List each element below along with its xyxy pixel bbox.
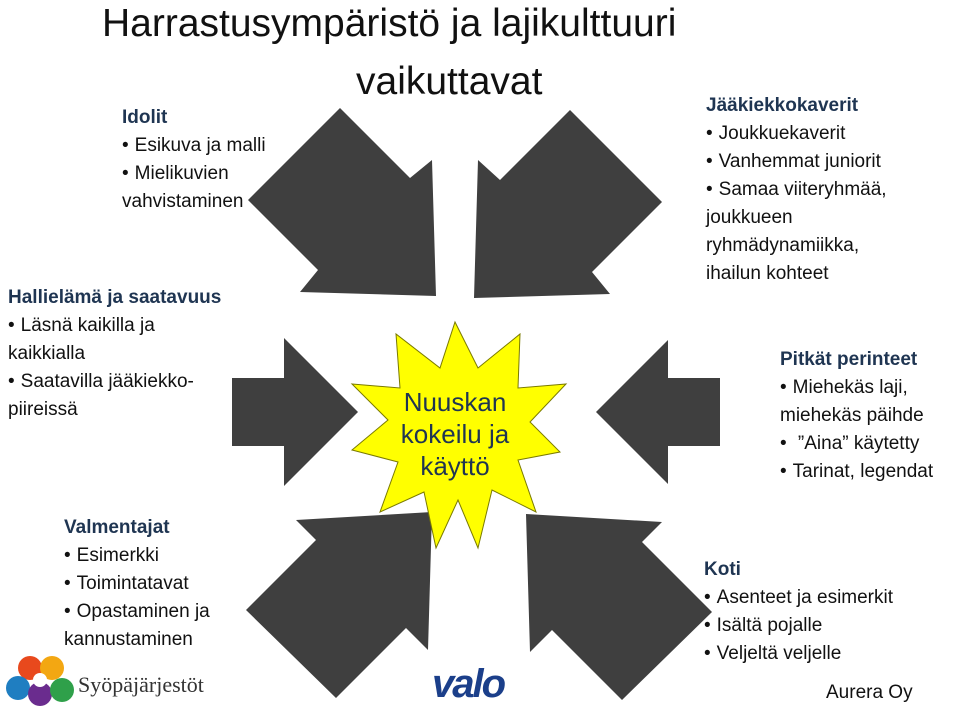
jaakiekkokaverit-item-1: Joukkuekaverit	[706, 120, 887, 148]
perinteet-item-1-cont: miehekäs päihde	[780, 405, 924, 426]
idolit-item-2: Mielikuvien	[122, 160, 266, 188]
hallielama-heading: Hallielämä ja saatavuus	[8, 287, 222, 308]
center-line-1: Nuuskan	[403, 387, 507, 417]
valmentajat-item-3-cont: kannustaminen	[64, 629, 193, 650]
koti-item-1: Asenteet ja esimerkit	[704, 584, 893, 612]
valo-logo: valo	[432, 662, 506, 706]
jaakiekkokaverit-cont-1: joukkueen	[706, 207, 793, 228]
idolit-item-2-cont: vahvistaminen	[122, 191, 244, 212]
center-line-2: kokeilu ja	[400, 419, 510, 449]
koti-heading: Koti	[704, 559, 741, 580]
jaakiekkokaverit-heading: Jääkiekkokaverit	[706, 95, 859, 116]
perinteet-heading: Pitkät perinteet	[780, 349, 918, 370]
syopa-logo-text: Syöpäjärjestöt	[78, 672, 204, 697]
center-starburst	[350, 320, 568, 550]
hallielama-item-2: Saatavilla jääkiekko-	[8, 368, 221, 396]
koti-block: Koti Asenteet ja esimerkit Isältä pojall…	[704, 556, 893, 668]
credit-text: Aurera Oy	[826, 682, 913, 703]
hallielama-block: Hallielämä ja saatavuus Läsnä kaikilla j…	[8, 284, 221, 424]
arrow-bottom-right	[526, 514, 712, 700]
idolit-item-1: Esikuva ja malli	[122, 132, 266, 160]
arrow-right	[596, 340, 720, 484]
jaakiekkokaverit-cont-2: ryhmädynamiikka,	[706, 235, 860, 256]
hallielama-item-1: Läsnä kaikilla ja	[8, 312, 221, 340]
jaakiekkokaverit-item-3: Samaa viiteryhmää,	[706, 176, 887, 204]
perinteet-item-1: Miehekäs laji,	[780, 374, 933, 402]
jaakiekkokaverit-block: Jääkiekkokaverit Joukkuekaverit Vanhemma…	[706, 92, 887, 288]
arrow-top-right	[474, 110, 662, 298]
perinteet-item-3: Tarinat, legendat	[780, 458, 934, 486]
center-line-3: käyttö	[420, 451, 490, 481]
jaakiekkokaverit-item-2: Vanhemmat juniorit	[706, 148, 887, 176]
idolit-block: Idolit Esikuva ja malli Mielikuvien vahv…	[122, 104, 266, 216]
hallielama-item-1-cont: kaikkialla	[8, 343, 86, 364]
koti-item-3: Veljeltä veljelle	[704, 640, 893, 668]
idolit-heading: Idolit	[122, 107, 168, 128]
valmentajat-heading: Valmentajat	[64, 517, 170, 538]
arrow-top-left	[248, 108, 436, 296]
title-line-2: vaikuttavat	[356, 60, 543, 103]
jaakiekkokaverit-cont-3: ihailun kohteet	[706, 263, 829, 284]
center-label: Nuuskan kokeilu ja käyttö	[380, 386, 530, 482]
perinteet-item-2: ”Aina” käytetty	[780, 430, 933, 458]
title-line-1: Harrastusympäristö ja lajikulttuuri	[102, 2, 677, 45]
arrow-bottom-left	[246, 512, 432, 698]
valmentajat-item-2: Toimintatavat	[64, 570, 210, 598]
arrow-left	[232, 338, 358, 486]
hallielama-item-2-cont: piireissä	[8, 399, 78, 420]
syopa-logo-icon	[6, 656, 74, 706]
perinteet-block: Pitkät perinteet Miehekäs laji, miehekäs…	[780, 346, 933, 486]
valmentajat-item-1: Esimerkki	[64, 542, 210, 570]
koti-item-2: Isältä pojalle	[704, 612, 893, 640]
page-title: Harrastusympäristö ja lajikulttuuri vaik…	[0, 0, 959, 120]
valmentajat-block: Valmentajat Esimerkki Toimintatavat Opas…	[64, 514, 210, 654]
valmentajat-item-3: Opastaminen ja	[64, 598, 210, 626]
